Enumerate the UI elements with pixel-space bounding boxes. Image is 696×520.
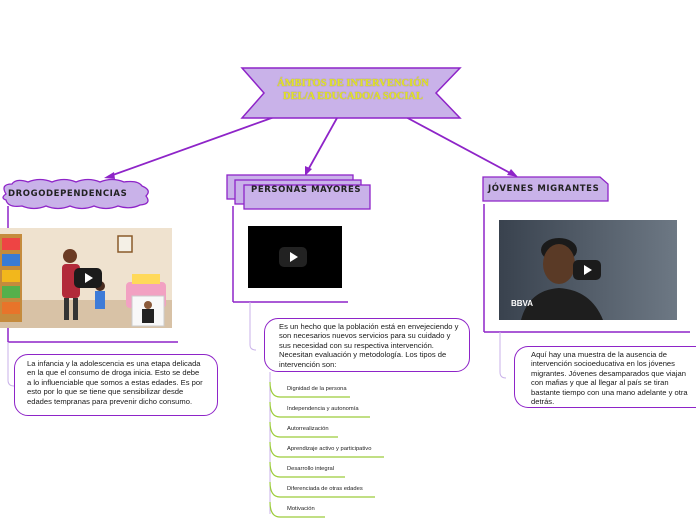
sub-item[interactable]: Dignidad de la persona: [287, 386, 347, 392]
sub-item[interactable]: Aprendizaje activo y participativo: [287, 446, 372, 452]
migrantes-node-label[interactable]: JÓVENES MIGRANTES: [488, 184, 600, 194]
connector-drogo: [109, 114, 281, 177]
central-topic-shape: [240, 67, 462, 119]
central-topic-line1: ÁMBITOS DE INTERVENCIÓN: [277, 78, 429, 89]
migrantes-note[interactable]: Aquí hay una muestra de la ausencia de i…: [514, 346, 696, 408]
migrantes-video[interactable]: BBVA: [499, 220, 677, 320]
drogo-note[interactable]: La infancia y la adolescencia es una eta…: [14, 354, 218, 416]
migrantes-node-shape: [482, 176, 609, 202]
mayores-play-button[interactable]: [279, 247, 307, 267]
bbva-logo: BBVA: [511, 299, 534, 308]
drogo-node-shape: [2, 178, 149, 210]
connector-mayores: [307, 117, 338, 171]
drogo-play-button[interactable]: [74, 268, 102, 288]
sub-item[interactable]: Motivación: [287, 506, 315, 512]
mayores-video[interactable]: [248, 226, 342, 288]
sub-item[interactable]: Independencia y autonomía: [287, 406, 359, 412]
mayores-note[interactable]: Es un hecho que la población está en env…: [264, 318, 470, 372]
mayores-node-label[interactable]: PERSONAS MAYORES: [251, 185, 362, 195]
connector-migrantes: [401, 114, 513, 175]
mayores-node-shape: [226, 174, 371, 210]
central-topic[interactable]: ÁMBITOS DE INTERVENCIÓN DEL/A EDUCADO/A …: [258, 77, 448, 103]
sub-item[interactable]: Desarrollo integral: [287, 466, 335, 472]
central-topic-line2: DEL/A EDUCADO/A SOCIAL: [282, 91, 424, 102]
drogo-video[interactable]: [0, 228, 172, 328]
migrantes-play-button[interactable]: [573, 260, 601, 280]
sub-item[interactable]: Autorrealización: [287, 426, 329, 432]
sub-item[interactable]: Diferenciada de otras edades: [287, 486, 363, 492]
drogo-node-label[interactable]: DROGODEPENDENCIAS: [8, 189, 128, 199]
